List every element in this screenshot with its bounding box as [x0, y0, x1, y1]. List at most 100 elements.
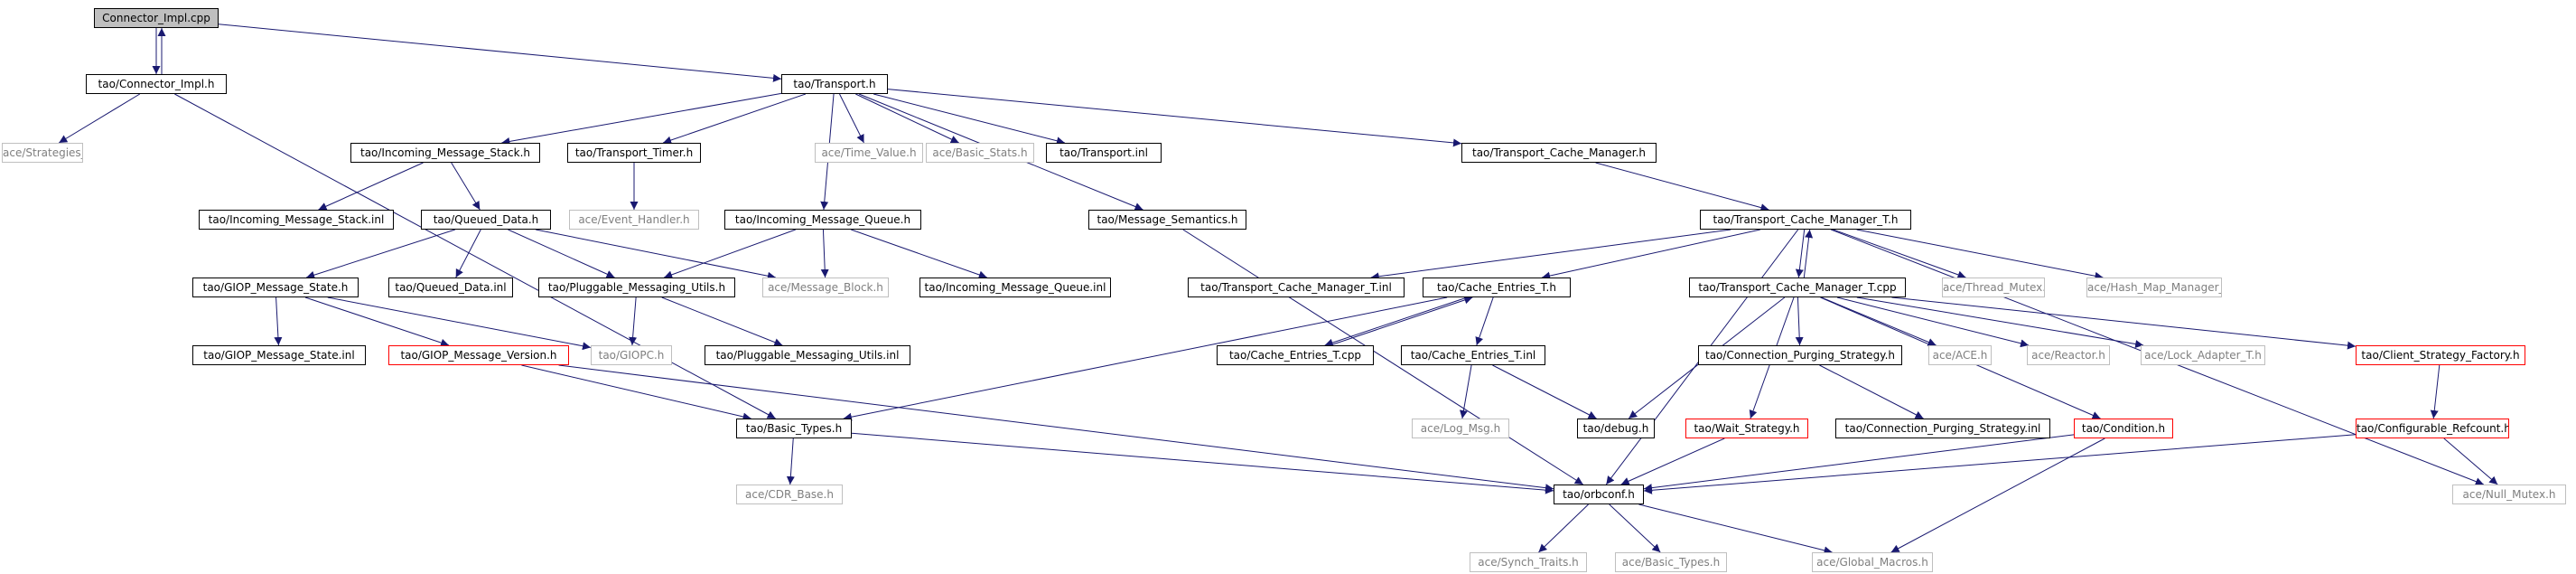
edge-n32-to-n41 — [1819, 364, 1924, 419]
edge-n27-to-n45 — [558, 364, 1554, 493]
graph-node-tao-cache-entries-t-cpp[interactable]: tao/Cache_Entries_T.cpp — [1217, 345, 1374, 365]
graph-node-tao-giop-message-version-h[interactable]: tao/GIOP_Message_Version.h — [388, 345, 569, 365]
edge-n23-to-n34 — [1836, 296, 2030, 348]
graph-node-tao-connection-purging-strategy-h[interactable]: tao/Connection_Purging_Strategy.h — [1698, 345, 1902, 365]
edge-n27-to-n37 — [521, 364, 751, 421]
graph-node-tao-incoming-message-queue-inl[interactable]: tao/Incoming_Message_Queue.inl — [919, 278, 1111, 297]
graph-node-tao-incoming-message-queue-h[interactable]: tao/Incoming_Message_Queue.h — [724, 210, 921, 230]
graph-node-ace-time-value-h: ace/Time_Value.h — [815, 143, 923, 163]
edge-n23-to-n33 — [1821, 296, 1937, 346]
edge-n15-to-n21 — [1370, 229, 1731, 281]
edge-n42-to-n45 — [1643, 434, 2075, 493]
edge-n43-to-n46 — [2443, 438, 2498, 485]
graph-node-tao-incoming-message-stack-h[interactable]: tao/Incoming_Message_Stack.h — [350, 143, 540, 163]
edge-n45-to-n48 — [1609, 503, 1661, 553]
edge-n18-to-n29 — [661, 296, 783, 346]
edge-n15-to-n24 — [1833, 229, 1966, 279]
graph-node-ace-ace-h: ace/ACE.h — [1928, 345, 1992, 365]
edge-n15-to-n23 — [1795, 229, 1806, 278]
graph-node-tao-transport-inl[interactable]: tao/Transport.inl — [1046, 143, 1162, 163]
edge-n9-to-n15 — [1595, 162, 1769, 212]
edge-n18-to-n28 — [629, 296, 638, 346]
edge-n11-to-n18 — [508, 229, 615, 278]
graph-node-tao-transport-h[interactable]: tao/Transport.h — [781, 74, 888, 94]
graph-node-tao-transport-cache-manager-t-h[interactable]: tao/Transport_Cache_Manager_T.h — [1700, 210, 1911, 230]
graph-node-tao-giop-message-state-inl[interactable]: tao/GIOP_Message_State.inl — [192, 345, 366, 365]
graph-node-tao-giop-message-state-h[interactable]: tao/GIOP_Message_State.h — [192, 278, 359, 297]
edge-n0-to-n3 — [218, 24, 782, 82]
edge-n16-to-n26 — [274, 296, 283, 346]
edge-n45-to-n49 — [1638, 503, 1833, 555]
edge-n37-to-n44 — [786, 438, 795, 485]
graph-node-ace-message-block-h: ace/Message_Block.h — [762, 278, 889, 297]
graph-node-tao-condition-h[interactable]: tao/Condition.h — [2074, 419, 2173, 438]
graph-node-tao-wait-strategy-h[interactable]: tao/Wait_Strategy.h — [1685, 419, 1808, 438]
edge-n45-to-n47 — [1538, 503, 1589, 553]
graph-node-ace-hash-map-manager-t-h: ace/Hash_Map_Manager_T.h — [2086, 278, 2222, 297]
edge-n11-to-n16 — [306, 229, 455, 279]
edge-n3-to-n8 — [873, 93, 1065, 146]
edge-n15-to-n25 — [1856, 229, 2104, 280]
edge-n3-to-n4 — [501, 92, 782, 146]
graph-node-tao-pluggable-messaging-utils-inl[interactable]: tao/Pluggable_Messaging_Utils.inl — [705, 345, 910, 365]
graph-node-ace-cdr-base-h: ace/CDR_Base.h — [736, 485, 843, 504]
edge-n16-to-n28 — [327, 296, 592, 351]
edge-n15-to-n22 — [1542, 229, 1760, 280]
graph-node-ace-log-msg-h: ace/Log_Msg.h — [1412, 419, 1509, 438]
edge-n23-to-n36 — [1891, 296, 2357, 350]
edge-n16-to-n27 — [304, 296, 450, 347]
graph-node-ace-event-handler-h: ace/Event_Handler.h — [569, 210, 699, 230]
graph-node-tao-configurable-refcount-h[interactable]: tao/Configurable_Refcount.h — [2356, 419, 2509, 438]
graph-node-tao-pluggable-messaging-utils-h[interactable]: tao/Pluggable_Messaging_Utils.h — [538, 278, 735, 297]
edge-n31-to-n39 — [1492, 364, 1597, 419]
graph-node-tao-basic-types-h[interactable]: tao/Basic_Types.h — [736, 419, 852, 438]
edge-n42-to-n49 — [1890, 438, 2105, 553]
graph-node-tao-queued-data-h[interactable]: tao/Queued_Data.h — [421, 210, 551, 230]
edge-n11-to-n19 — [536, 229, 776, 280]
edge-n13-to-n19 — [820, 229, 829, 278]
edge-n36-to-n43 — [2430, 364, 2441, 419]
edge-n3-to-n7 — [855, 93, 959, 144]
graph-node-tao-message-semantics-h[interactable]: tao/Message_Semantics.h — [1088, 210, 1246, 230]
graph-node-tao-cache-entries-t-h[interactable]: tao/Cache_Entries_T.h — [1423, 278, 1571, 297]
edge-n22-to-n31 — [1475, 296, 1494, 346]
edge-n23-to-n32 — [1795, 296, 1804, 346]
graph-node-tao-client-strategy-factory-h[interactable]: tao/Client_Strategy_Factory.h — [2356, 345, 2525, 365]
graph-node-ace-lock-adapter-t-h: ace/Lock_Adapter_T.h — [2141, 345, 2265, 365]
edge-n23-to-n15 — [1803, 229, 1814, 278]
edge-n43-to-n45 — [1643, 434, 2357, 494]
edge-n13-to-n18 — [664, 229, 796, 279]
graph-node-connector-impl-cpp[interactable]: Connector_Impl.cpp — [94, 8, 219, 28]
edge-n1-to-n2 — [58, 93, 141, 144]
graph-node-ace-synch-traits-h: ace/Synch_Traits.h — [1470, 552, 1587, 572]
edge-n1-to-n37 — [174, 93, 776, 419]
graph-node-ace-strategies-t-h: ace/Strategies_T.h — [2, 143, 83, 163]
edge-n37-to-n45 — [851, 432, 1554, 494]
graph-node-tao-transport-timer-h[interactable]: tao/Transport_Timer.h — [567, 143, 701, 163]
graph-node-tao-transport-cache-manager-h[interactable]: tao/Transport_Cache_Manager.h — [1461, 143, 1657, 163]
graph-node-tao-giopc-h: tao/GIOPC.h — [591, 345, 672, 365]
graph-node-tao-connector-impl-h[interactable]: tao/Connector_Impl.h — [86, 74, 227, 94]
edge-n30-to-n22 — [1330, 296, 1473, 346]
graph-node-ace-null-mutex-h: ace/Null_Mutex.h — [2452, 485, 2566, 504]
graph-node-tao-connection-purging-strategy-inl[interactable]: tao/Connection_Purging_Strategy.inl — [1835, 419, 2050, 438]
edge-n14-to-n45 — [1182, 229, 1583, 485]
edge-n3-to-n6 — [839, 93, 864, 144]
edge-n4-to-n10 — [318, 162, 424, 211]
edge-n40-to-n45 — [1620, 438, 1725, 485]
edge-n3-to-n9 — [887, 89, 1462, 147]
edge-n3-to-n5 — [662, 93, 807, 145]
graph-node-tao-debug-h[interactable]: tao/debug.h — [1577, 419, 1655, 438]
graph-node-tao-transport-cache-manager-t-cpp[interactable]: tao/Transport_Cache_Manager_T.cpp — [1689, 278, 1906, 297]
graph-node-tao-cache-entries-t-inl[interactable]: tao/Cache_Entries_T.inl — [1401, 345, 1545, 365]
edge-n11-to-n17 — [455, 229, 481, 278]
graph-node-tao-queued-data-inl[interactable]: tao/Queued_Data.inl — [388, 278, 513, 297]
edge-n22-to-n37 — [843, 296, 1448, 421]
graph-node-tao-transport-cache-manager-t-inl[interactable]: tao/Transport_Cache_Manager_T.inl — [1188, 278, 1405, 297]
edge-n23-to-n35 — [1856, 296, 2144, 348]
graph-node-ace-global-macros-h: ace/Global_Macros.h — [1812, 552, 1933, 572]
edge-n4-to-n11 — [451, 162, 481, 211]
graph-node-tao-incoming-message-stack-inl[interactable]: tao/Incoming_Message_Stack.inl — [199, 210, 394, 230]
graph-node-tao-orbconf-h[interactable]: tao/orbconf.h — [1554, 485, 1644, 504]
